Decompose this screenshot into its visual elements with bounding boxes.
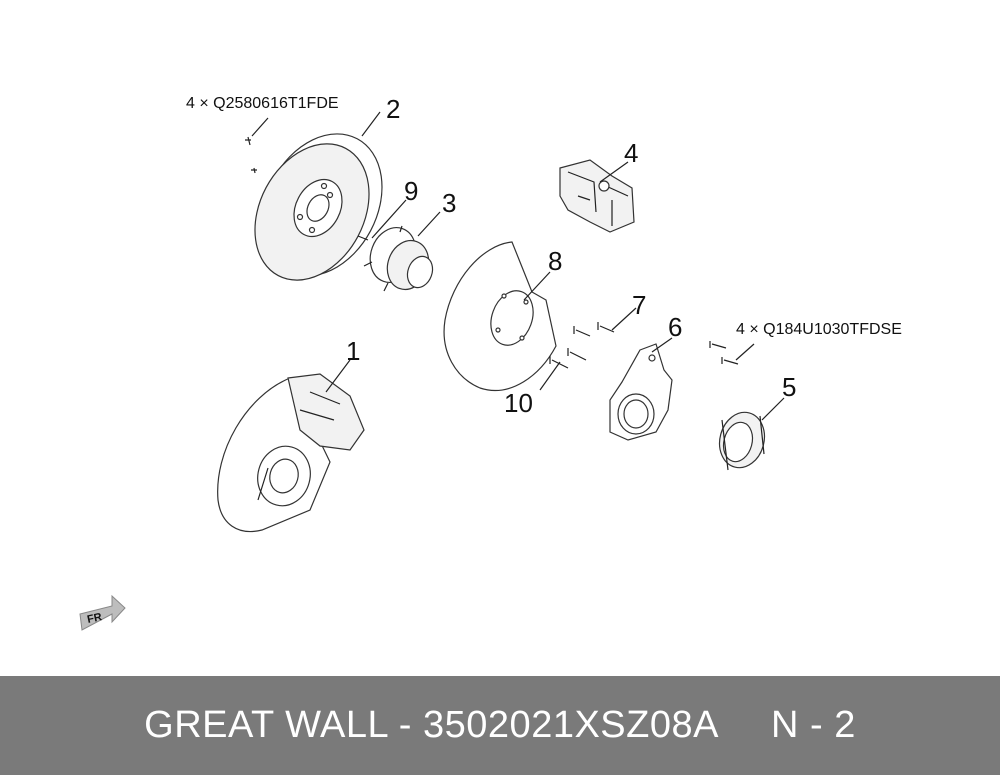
- callout-2: 2: [386, 94, 400, 124]
- hub-bearing: [357, 225, 434, 292]
- callout-7: 7: [632, 290, 646, 320]
- part-number-label: GREAT WALL - 3502021XSZ08A: [144, 704, 719, 746]
- page-label: N - 2: [770, 704, 856, 746]
- disc-bolts-note: 4 × Q2580616T1FDE: [186, 95, 339, 112]
- seal-ring: [718, 411, 766, 471]
- footer-bar: GREAT WALL - 3502021XSZ08A N - 2: [0, 676, 1000, 775]
- brake-caliper: [559, 159, 635, 233]
- callout-5: 5: [782, 372, 796, 402]
- callout-6: 6: [668, 312, 682, 342]
- plate-bolts: [709, 341, 739, 365]
- callout-10: 10: [504, 388, 533, 418]
- callout-1: 1: [346, 336, 360, 366]
- front-direction-icon: FR: [79, 594, 126, 631]
- callout-8: 8: [548, 246, 562, 276]
- leader-lines: [251, 111, 785, 421]
- dust-shield: [443, 241, 557, 392]
- callout-4: 4: [624, 138, 638, 168]
- direction-badge-label: FR: [86, 611, 103, 626]
- callout-3: 3: [442, 188, 456, 218]
- brake-assembly: [217, 373, 365, 532]
- mounting-plate: [609, 343, 673, 441]
- plate-bolts-note: 4 × Q184U1030TFDSE: [736, 321, 902, 338]
- disc-screws: [245, 136, 257, 174]
- exploded-parts-diagram: FR 1 2 3 4 5 6 7 8 9 10 4 × Q2580616T1FD…: [79, 94, 902, 631]
- bolts: [549, 322, 615, 369]
- callout-9: 9: [404, 176, 418, 206]
